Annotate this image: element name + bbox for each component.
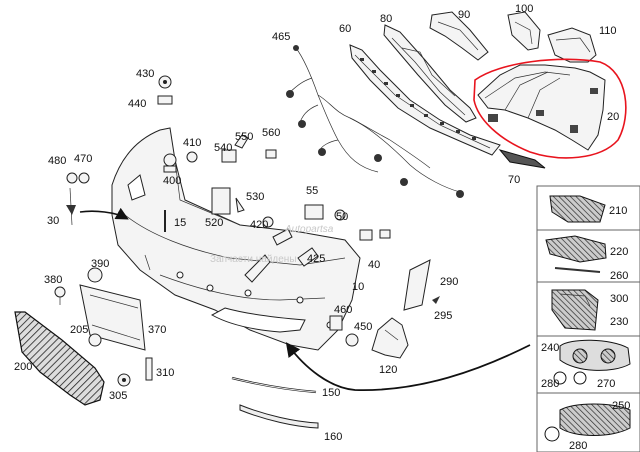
label-420: 420: [250, 219, 268, 231]
watermark-caption: Запчасти найдены: [210, 254, 297, 265]
label-15: 15: [174, 217, 186, 229]
label-270: 270: [597, 378, 615, 390]
label-425: 425: [307, 253, 325, 265]
label-205: 205: [70, 324, 88, 336]
callout-labels: 430 440 480 470 30 465 60 80 90 100 110 …: [14, 3, 630, 452]
fasteners: [54, 75, 440, 387]
label-60: 60: [339, 23, 351, 35]
label-550: 550: [235, 131, 253, 143]
label-460: 460: [334, 304, 352, 316]
watermark: Autopartsa Запчасти найдены: [210, 224, 334, 265]
label-450: 450: [354, 321, 372, 333]
lower-grille: [14, 311, 105, 406]
label-230: 230: [610, 316, 628, 328]
carrier-bracket: [429, 11, 489, 61]
label-250: 250: [612, 400, 630, 412]
side-guide-bracket: [477, 64, 606, 151]
chrome-strip-160: [239, 404, 319, 429]
side-bracket-100: [507, 11, 541, 51]
label-210: 210: [609, 205, 627, 217]
label-470: 470: [74, 153, 92, 165]
label-280-b: 280: [569, 440, 587, 452]
label-380: 380: [44, 274, 62, 286]
variant-panel: [536, 185, 640, 452]
label-10: 10: [352, 281, 364, 293]
reinforcement-beam: [349, 44, 501, 156]
label-530: 530: [246, 191, 264, 203]
label-90: 90: [458, 9, 470, 21]
label-100: 100: [515, 3, 533, 15]
label-160: 160: [324, 431, 342, 443]
label-520: 520: [205, 217, 223, 229]
label-465: 465: [272, 31, 290, 43]
pointer-arrows: [79, 207, 531, 391]
label-295: 295: [434, 310, 452, 322]
label-305: 305: [109, 390, 127, 402]
label-50: 50: [336, 211, 348, 223]
label-80: 80: [380, 13, 392, 25]
label-30: 30: [47, 215, 59, 227]
label-540: 540: [214, 142, 232, 154]
label-440: 440: [128, 98, 146, 110]
label-200: 200: [14, 361, 32, 373]
label-40: 40: [368, 259, 380, 271]
label-110: 110: [599, 25, 617, 37]
label-120: 120: [379, 364, 397, 376]
label-260: 260: [610, 270, 628, 282]
label-370: 370: [148, 324, 166, 336]
watermark-logo: Autopartsa: [284, 224, 334, 235]
label-560: 560: [262, 127, 280, 139]
label-390: 390: [91, 258, 109, 270]
side-bracket-110: [547, 27, 597, 63]
parking-sensor-harness: [286, 45, 464, 198]
label-240: 240: [541, 342, 559, 354]
label-150: 150: [322, 387, 340, 399]
trim-strip-70: [498, 149, 546, 169]
label-55: 55: [306, 185, 318, 197]
red-highlight-ellipse: [473, 58, 627, 159]
label-280-a: 280: [541, 378, 559, 390]
chrome-strip-150: [231, 376, 317, 394]
label-310: 310: [156, 367, 174, 379]
label-290: 290: [440, 276, 458, 288]
fog-lamp-bracket: [371, 317, 409, 359]
label-400: 400: [163, 175, 181, 187]
label-410: 410: [183, 137, 201, 149]
label-300: 300: [610, 293, 628, 305]
label-480: 480: [48, 155, 66, 167]
label-220: 220: [610, 246, 628, 258]
impact-absorber: [383, 24, 477, 123]
label-430: 430: [136, 68, 154, 80]
label-20: 20: [607, 111, 619, 123]
label-70: 70: [508, 174, 520, 186]
